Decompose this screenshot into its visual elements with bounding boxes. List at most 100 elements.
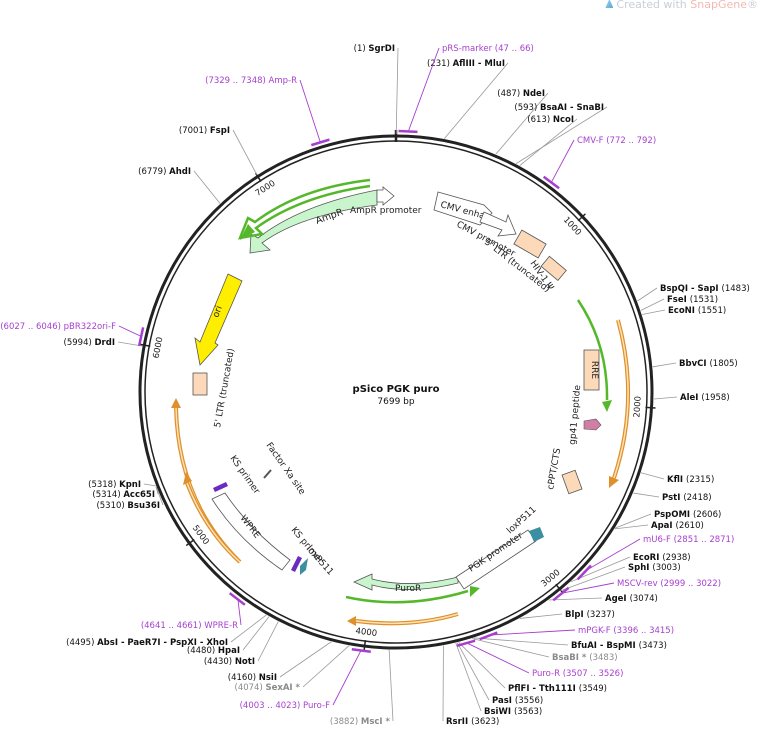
site-NotI[interactable]: (4430) NotI: [204, 657, 255, 667]
site-line-AhdI: [193, 170, 221, 204]
snapgene-logo-icon: [605, 0, 614, 8]
ks-primer-upper-feature[interactable]: [213, 482, 228, 492]
site-BbvCI[interactable]: BbvCI (1805): [679, 359, 738, 369]
gp41-peptide-feature[interactable]: [583, 418, 602, 431]
site-EcoRI[interactable]: EcoRI (2938): [633, 553, 691, 563]
site-line-NotI: [257, 621, 279, 662]
primer-line-pRS-marker: [407, 47, 440, 133]
gp41-peptide-label: gp41 peptide: [568, 384, 583, 445]
site-BfuAI-BspMI[interactable]: BfuAI - BspMI (3473): [571, 641, 667, 651]
site-AgeI[interactable]: AgeI (3074): [605, 594, 658, 604]
loxp511-right-feature[interactable]: [529, 527, 544, 542]
site-SgrDI[interactable]: (1) SgrDI: [354, 44, 395, 54]
site-MscI[interactable]: (3882) MscI *: [330, 717, 391, 727]
site-line-NdeI: [495, 92, 549, 155]
factor-xa-feature[interactable]: [263, 469, 272, 479]
site-line-AleI: [653, 396, 678, 400]
site-SexAI[interactable]: (4074) SexAI *: [235, 683, 301, 693]
tick-2000: [645, 406, 656, 409]
primer-mU6-F[interactable]: mU6-F (2851 .. 2871): [643, 535, 734, 545]
site-line-BsaBI: [471, 638, 550, 658]
primer-line-CMV-F: [550, 139, 575, 184]
site-PflFI-Tth111I[interactable]: PflFI - Tth111I (3549): [508, 684, 607, 694]
5ltr-top-feature[interactable]: [513, 229, 547, 259]
loxp511-left-feature[interactable]: [300, 558, 308, 575]
site-line-FspI: [232, 129, 258, 175]
site-FseI[interactable]: FseI (1531): [667, 295, 718, 305]
site-line-Acc65I: [155, 486, 159, 495]
site-DrdI[interactable]: (5994) DrdI: [64, 338, 115, 348]
site-line-PspOMI: [614, 513, 652, 529]
rre-feature[interactable]: [583, 349, 600, 391]
site-line-PstI: [633, 492, 660, 498]
site-KflI[interactable]: KflI (2315): [667, 475, 714, 485]
primer-Puro-F[interactable]: (4003 .. 4023) Puro-F: [240, 701, 331, 711]
primer-Amp-R[interactable]: (7329 .. 7348) Amp-R: [205, 76, 297, 86]
site-BsaAI-SnaBI[interactable]: (593) BsaAI - SnaBI: [514, 103, 604, 113]
primer-mPGK-F[interactable]: mPGK-F (3396 .. 3415): [578, 626, 674, 636]
primer-line-Puro-R: [465, 642, 530, 674]
primer-WPRE-R[interactable]: (4641 .. 4661) WPRE-R: [141, 621, 238, 631]
primer-CMV-F[interactable]: CMV-F (772 .. 792): [577, 136, 656, 146]
ampr-promoter-feature[interactable]: [376, 186, 395, 206]
primer-line-MSCV-rev: [560, 582, 615, 594]
site-BsiWI[interactable]: BsiWI (3563): [484, 707, 542, 717]
primer-pBR322ori-F[interactable]: (6027 .. 6046) pBR322ori-F: [0, 322, 116, 332]
primer-line-Puro-F: [332, 649, 362, 706]
site-NcoI[interactable]: (613) NcoI: [527, 115, 574, 125]
primer-mark-Puro-R: [456, 639, 476, 648]
site-Acc65I[interactable]: (5314) Acc65I: [92, 490, 155, 500]
ks-primer-upper-label: KS primer: [228, 454, 262, 496]
puror-label: PuroR: [395, 584, 421, 594]
site-KpnI[interactable]: (5318) KpnI: [88, 480, 141, 490]
primer-Puro-R[interactable]: Puro-R (3507 .. 3526): [532, 669, 623, 679]
site-line-SgrDI: [395, 47, 399, 135]
site-AleI[interactable]: AleI (1958): [680, 393, 730, 403]
site-PasI[interactable]: PasI (3556): [492, 696, 543, 706]
primer-mark-pBR322ori-F: [137, 327, 145, 347]
site-AhdI[interactable]: (6779) AhdI: [138, 167, 191, 177]
site-line-BbvCI: [652, 362, 677, 368]
site-Bsu36I[interactable]: (5310) Bsu36I: [96, 501, 160, 511]
site-PspOMI[interactable]: PspOMI (2606): [654, 510, 721, 520]
site-BlpI[interactable]: BlpI (3237): [565, 610, 615, 620]
ks-primer-lower-feature[interactable]: [291, 556, 302, 572]
right-green-arrow: [576, 299, 609, 401]
primer-MSCV-rev[interactable]: MSCV-rev (2999 .. 3022): [617, 579, 721, 589]
wpre-feature[interactable]: [211, 492, 291, 571]
tick-label-2000: 2000: [632, 396, 643, 418]
site-AflIII-MluI[interactable]: (231) AflIII - MluI: [427, 59, 505, 69]
orange-arrowhead-left-outer: [171, 398, 181, 408]
cppt-cts-feature[interactable]: [561, 469, 583, 495]
primer-pRS-marker[interactable]: pRS-marker (47 .. 66): [442, 44, 534, 54]
site-NdeI[interactable]: (487) NdeI: [497, 89, 545, 99]
site-PstI[interactable]: PstI (2418): [662, 493, 712, 503]
site-BsaBI[interactable]: BsaBI * (3483): [552, 653, 618, 663]
site-NsiI[interactable]: (4160) NsiI: [228, 673, 277, 683]
site-line-AgeI: [548, 597, 603, 601]
site-line-AflIII-MluI: [444, 62, 509, 139]
watermark-brand: SnapGene: [690, 0, 747, 11]
site-AbsI-PaeR7I-PspXI-XhoI[interactable]: (4495) AbsI - PaeR7I - PspXI - XhoI: [66, 638, 228, 648]
site-ApaI[interactable]: ApaI (2610): [651, 521, 704, 531]
cmv-promoter-feature[interactable]: [479, 211, 517, 237]
primer-line-pBR322ori-F: [118, 325, 143, 338]
primers: pRS-marker (47 .. 66) CMV-F (772 .. 792) m…: [0, 44, 734, 711]
site-RsrII[interactable]: RsrII (3623): [446, 717, 499, 727]
site-HpaI[interactable]: (4480) HpaI: [187, 646, 240, 656]
site-line-ApaI: [614, 524, 649, 530]
site-FspI[interactable]: (7001) FspI: [179, 126, 230, 136]
site-BspQI-SapI[interactable]: BspQI - SapI (1483): [660, 284, 750, 294]
primer-line-Amp-R: [299, 79, 322, 144]
site-line-AbsI-PaeR7I-PspXI-XhoI: [230, 614, 267, 643]
hiv1-psi-feature[interactable]: [540, 255, 567, 281]
site-EcoNI[interactable]: EcoNI (1551): [668, 306, 726, 316]
factor-xa-label: Factor Xa site: [264, 441, 308, 497]
ori-feature[interactable]: [194, 273, 243, 366]
watermark-suffix: ®: [747, 0, 758, 11]
loxp511-left-label: loxP511: [304, 544, 335, 577]
5ltr-left-feature[interactable]: [192, 372, 208, 396]
ampr-feature[interactable]: [249, 189, 378, 254]
puror-feature[interactable]: [353, 573, 459, 591]
site-SphI[interactable]: SphI (3003): [628, 563, 681, 573]
